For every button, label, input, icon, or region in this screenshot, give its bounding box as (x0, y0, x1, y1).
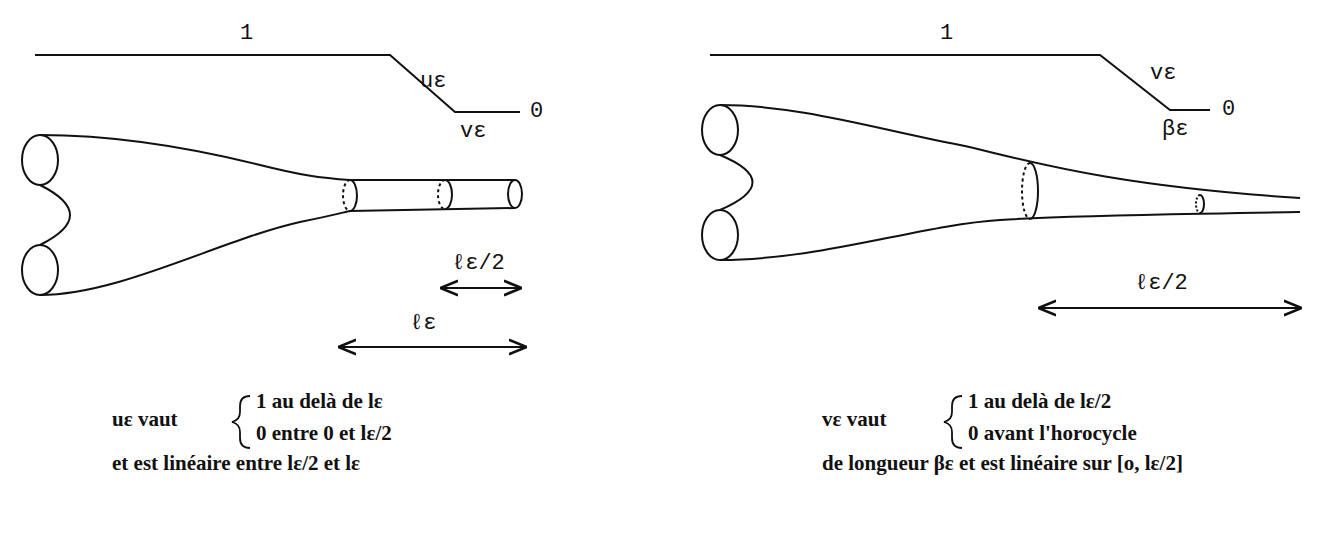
dimension-label: ℓε/2 (452, 252, 505, 276)
dimension-arrow (1040, 307, 1300, 309)
dimension-label: ℓε/2 (1135, 272, 1188, 296)
function-name: uε (420, 70, 446, 94)
surface-right (702, 105, 1300, 260)
level-value: 1 (240, 22, 253, 46)
function-name: βε (1162, 118, 1188, 142)
caption-text: 1 au delà de lε (256, 390, 383, 413)
caption-text: 1 au delà de lε/2 (968, 390, 1111, 413)
graph-v (710, 55, 1210, 110)
dimension-label: ℓε (410, 312, 436, 336)
caption-text: de longueur βε et est linéaire sur [o, l… (822, 452, 1183, 475)
graph-u (35, 55, 520, 112)
level-value: 0 (530, 100, 543, 124)
function-name: vε (1150, 62, 1176, 86)
caption-text: uε vaut (112, 408, 178, 431)
caption-text: 0 entre 0 et lε/2 (256, 422, 392, 445)
dimension-arrow (442, 287, 520, 289)
caption-text: vε vaut (822, 408, 886, 431)
surface-left (22, 135, 522, 295)
level-value: 0 (1222, 98, 1235, 122)
caption-text: 0 avant l'horocycle (968, 422, 1137, 445)
caption-text: et est linéaire entre lε/2 et lε (112, 452, 360, 475)
level-value: 1 (940, 22, 953, 46)
dimension-arrow (340, 346, 525, 348)
brace (232, 396, 250, 448)
function-name: vε (460, 120, 486, 144)
brace (944, 396, 962, 448)
